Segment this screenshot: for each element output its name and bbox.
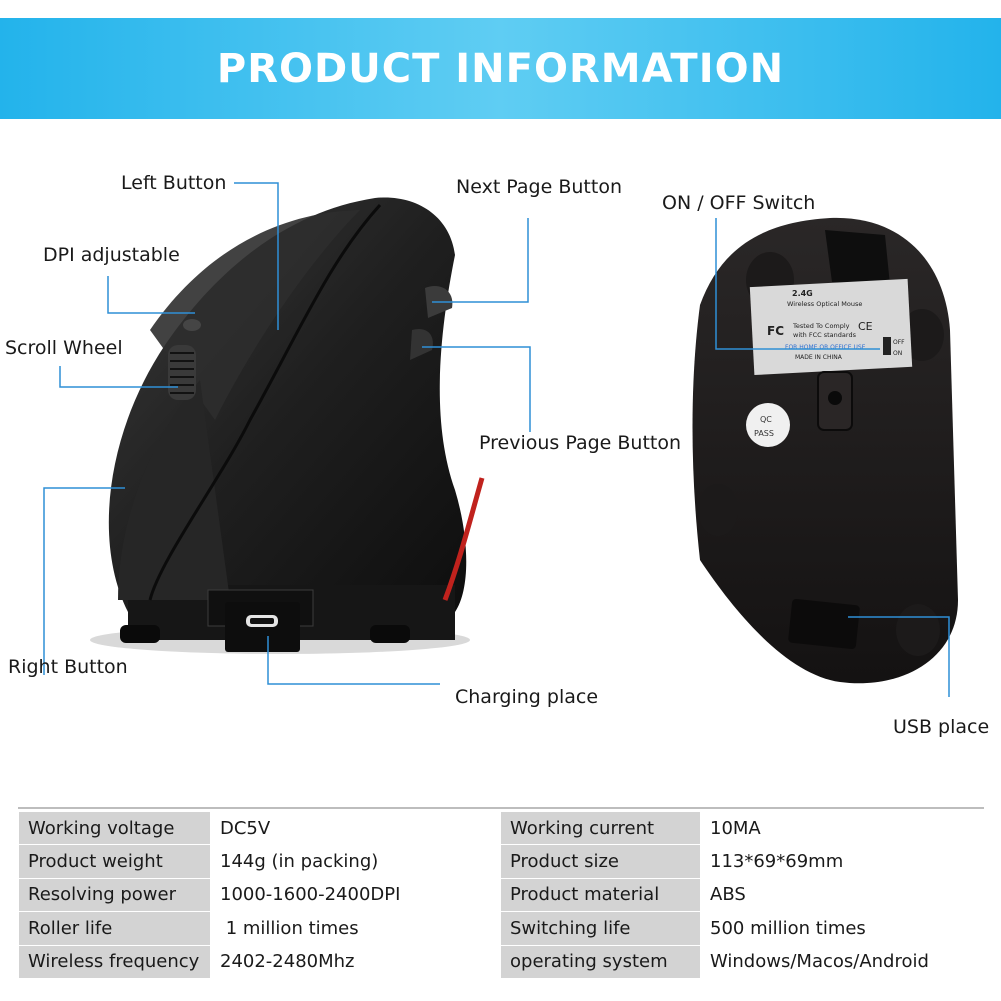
sticker-home: FOR HOME OR OFFICE USE (785, 344, 866, 351)
sticker-off: OFF (893, 339, 905, 346)
qc-label: QC (760, 415, 772, 424)
spec-value: 10MA (700, 810, 985, 846)
spec-row: Roller life 1 million times Switching li… (18, 911, 985, 946)
header-banner: PRODUCT INFORMATION (0, 18, 1001, 119)
product-image: 2.4G Wireless Optical Mouse FC CE Tested… (43, 182, 958, 697)
spec-value: 500 million times (700, 911, 985, 946)
label-scroll-wheel: Scroll Wheel (5, 337, 123, 359)
spec-row: Working voltage DC5V Working current 10M… (18, 810, 985, 846)
spec-value: Windows/Macos/Android (700, 944, 985, 979)
spec-top-rule (18, 807, 984, 809)
label-usb-place: USB place (893, 716, 990, 738)
spec-value: 144g (in packing) (210, 844, 501, 879)
spec-key: Resolving power (18, 877, 211, 913)
mouse-bottom-view: 2.4G Wireless Optical Mouse FC CE Tested… (692, 217, 958, 684)
spec-key: Roller life (18, 911, 211, 946)
sticker-band: 2.4G (792, 289, 813, 298)
label-left-button: Left Button (121, 172, 227, 194)
spec-value: ABS (700, 877, 985, 913)
spec-key: Switching life (500, 911, 701, 946)
spec-value: 2402-2480Mhz (210, 944, 501, 979)
mouse-front-view (90, 197, 485, 654)
sticker-name: Wireless Optical Mouse (787, 300, 862, 308)
spec-key: Working voltage (18, 810, 211, 846)
page-title: PRODUCT INFORMATION (216, 45, 785, 92)
sticker-fcc: with FCC standards (793, 331, 857, 339)
spec-row: Product weight 144g (in packing) Product… (18, 844, 985, 879)
spec-value: 1 million times (210, 911, 501, 946)
spec-key: Product size (500, 844, 701, 879)
label-right-button: Right Button (8, 656, 128, 678)
spec-row: Wireless frequency 2402-2480Mhz operatin… (18, 944, 985, 979)
spec-key: operating system (500, 944, 701, 979)
label-dpi-adjustable: DPI adjustable (43, 244, 180, 266)
spec-key: Working current (500, 810, 701, 846)
callout-lines (43, 182, 950, 697)
sticker-ce: CE (858, 320, 873, 333)
sticker-fc: FC (767, 324, 784, 338)
spec-value: 113*69*69mm (700, 844, 985, 879)
spec-key: Product weight (18, 844, 211, 879)
label-charging-place: Charging place (455, 686, 599, 708)
label-previous-page-button: Previous Page Button (479, 432, 682, 454)
spec-value: 1000-1600-2400DPI (210, 877, 501, 913)
spec-row: Resolving power 1000-1600-2400DPI Produc… (18, 877, 985, 913)
spec-key: Product material (500, 877, 701, 913)
pass-label: PASS (754, 429, 774, 438)
sticker-on: ON (893, 350, 902, 357)
label-next-page-button: Next Page Button (456, 176, 622, 198)
spec-key: Wireless frequency (18, 944, 211, 979)
spec-table: Working voltage DC5V Working current 10M… (18, 810, 985, 979)
sticker-origin: MADE IN CHINA (795, 354, 843, 361)
label-on-off-switch: ON / OFF Switch (662, 192, 816, 214)
sticker-tested: Tested To Comply (792, 322, 850, 330)
spec-value: DC5V (210, 810, 501, 846)
